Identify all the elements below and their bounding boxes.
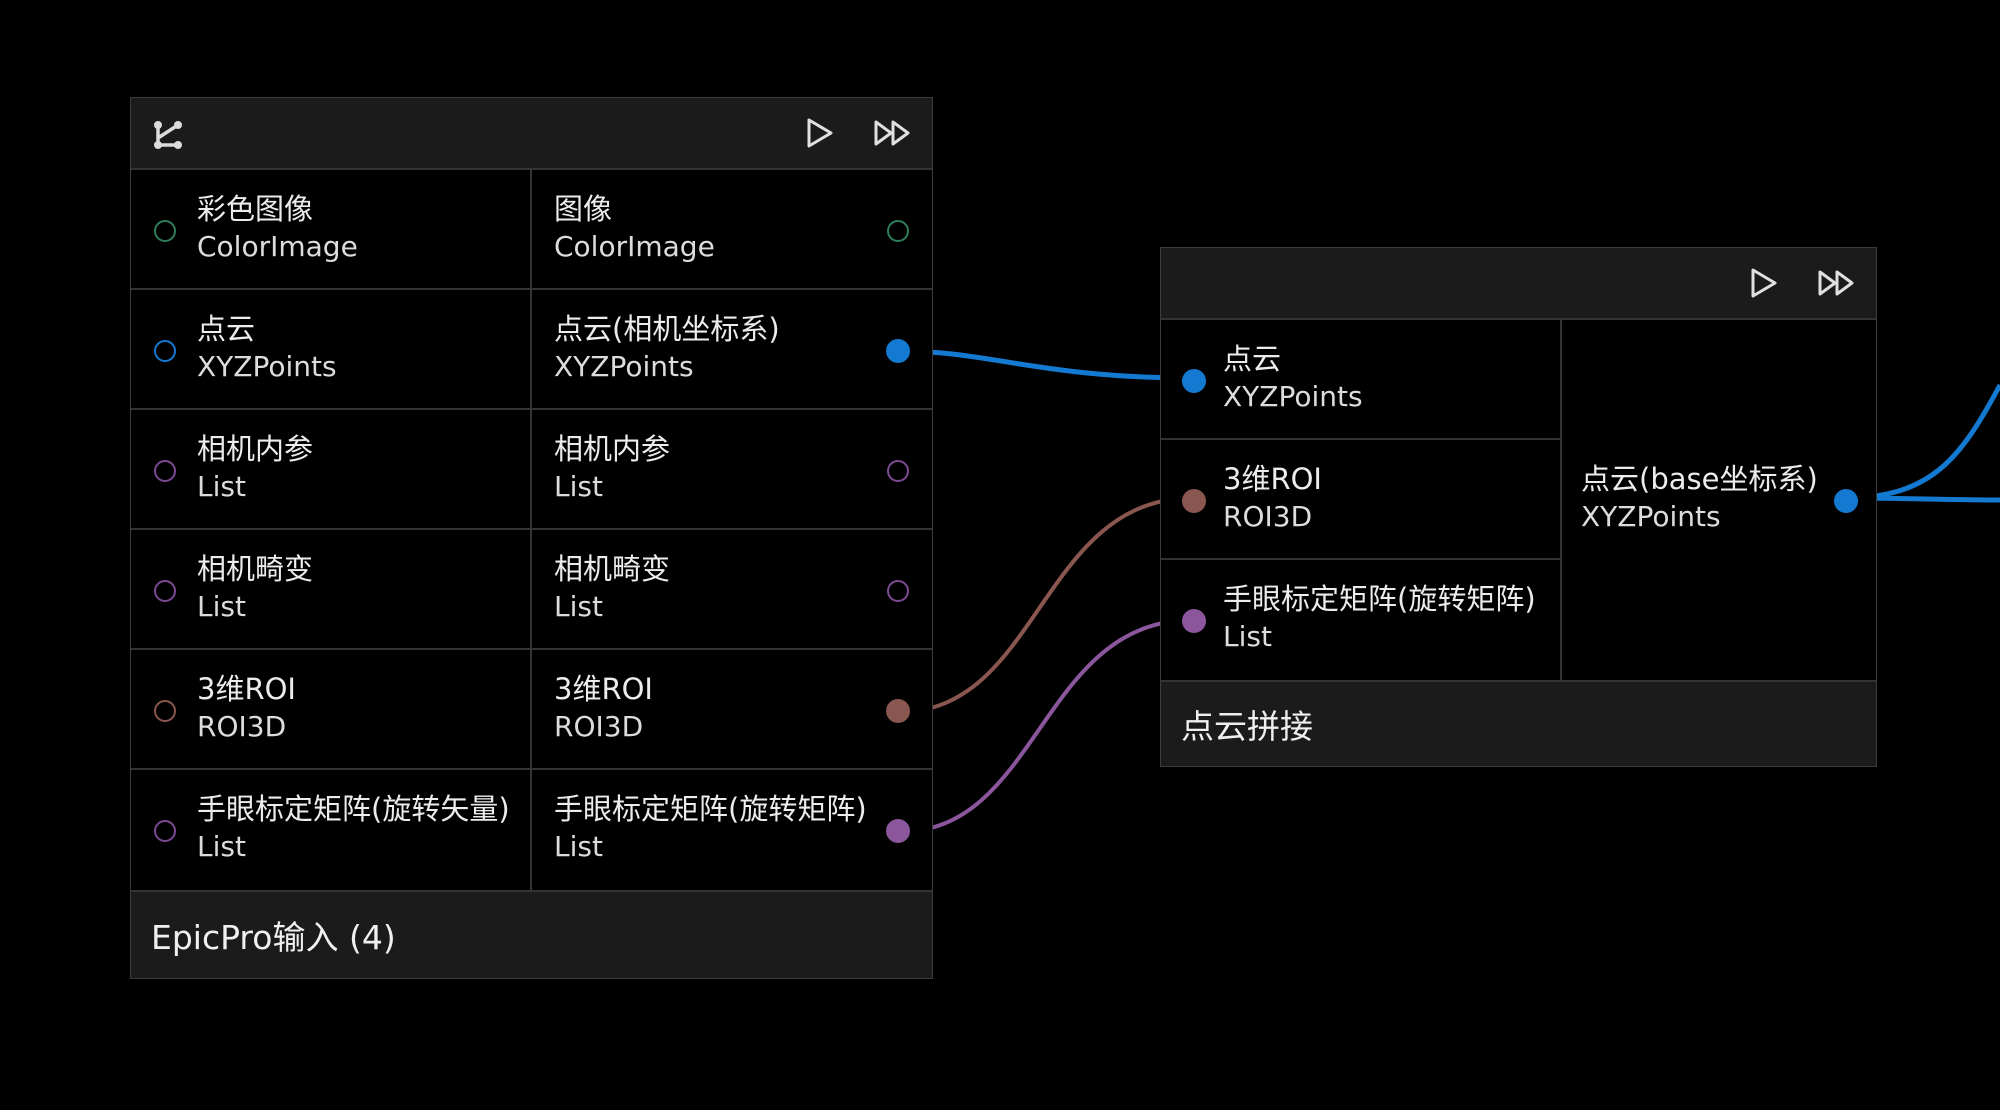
port-type: List (197, 830, 246, 863)
output-port[interactable] (886, 699, 910, 723)
output-port[interactable] (886, 339, 910, 363)
port-type: List (554, 470, 603, 503)
input-port[interactable] (154, 700, 176, 722)
port-row: 彩色图像 ColorImage 图像 ColorImage (131, 170, 932, 290)
port-name: 3维ROI (1223, 462, 1322, 496)
node-footer[interactable]: EpicPro输入 (4) (131, 890, 932, 978)
node-epicpro-input[interactable]: 彩色图像 ColorImage 图像 ColorImage 点云 XYZPoin… (130, 97, 933, 979)
column-divider (1560, 320, 1562, 680)
node-body: 点云 XYZPoints 3维ROI ROI3D 手眼标定矩阵( (1161, 320, 1876, 680)
port-name: 手眼标定矩阵(旋转矢量) (197, 792, 510, 826)
node-title: EpicPro输入 (4) (151, 918, 396, 957)
output-port[interactable] (1834, 489, 1858, 513)
port-type: List (197, 470, 246, 503)
port-name: 点云(base坐标系) (1581, 462, 1818, 496)
run-all-icon[interactable] (873, 116, 913, 150)
port-row: 点云 XYZPoints 点云(相机坐标系) XYZPoints (131, 290, 932, 410)
port-type: XYZPoints (554, 350, 694, 383)
node-title: 点云拼接 (1181, 707, 1313, 746)
port-row: 手眼标定矩阵(旋转矢量) List 手眼标定矩阵(旋转矩阵) List (131, 770, 932, 890)
port-row: 相机畸变 List 相机畸变 List (131, 530, 932, 650)
port-name: 彩色图像 (197, 192, 314, 226)
wire-roi (898, 496, 1194, 714)
output-port[interactable] (887, 580, 909, 602)
port-name: 3维ROI (554, 672, 653, 706)
port-name: 相机畸变 (554, 552, 671, 586)
port-type: ColorImage (554, 230, 715, 263)
port-type: ROI3D (554, 710, 644, 743)
output-port[interactable] (886, 819, 910, 843)
output-port[interactable] (887, 220, 909, 242)
input-port[interactable] (1182, 369, 1206, 393)
port-name: 手眼标定矩阵(旋转矩阵) (1223, 582, 1536, 616)
input-port[interactable] (154, 460, 176, 482)
port-type: ROI3D (1223, 500, 1313, 533)
port-name: 相机内参 (197, 432, 314, 466)
input-port[interactable] (1182, 489, 1206, 513)
run-icon[interactable] (803, 116, 837, 150)
wire-handeye (898, 618, 1194, 834)
input-port[interactable] (154, 220, 176, 242)
input-port[interactable] (154, 340, 176, 362)
wire-pointcloud (898, 348, 1194, 381)
port-type: XYZPoints (1581, 500, 1721, 533)
node-pointcloud-stitch[interactable]: 点云 XYZPoints 3维ROI ROI3D 手眼标定矩阵( (1160, 247, 1877, 767)
port-name: 相机内参 (554, 432, 671, 466)
port-name: 3维ROI (197, 672, 296, 706)
port-name: 点云 (1223, 342, 1282, 376)
port-row: 手眼标定矩阵(旋转矩阵) List (1161, 560, 1560, 680)
inputs-column: 点云 XYZPoints 3维ROI ROI3D 手眼标定矩阵( (1161, 320, 1560, 680)
port-name: 相机畸变 (197, 552, 314, 586)
port-name: 点云(相机坐标系) (554, 312, 780, 346)
node-header[interactable] (1161, 248, 1876, 320)
input-port[interactable] (1182, 609, 1206, 633)
port-type: List (197, 590, 246, 623)
graph-branch-icon[interactable] (151, 118, 185, 152)
run-all-icon[interactable] (1817, 266, 1857, 300)
port-type: ColorImage (197, 230, 358, 263)
port-row: 点云 XYZPoints (1161, 320, 1560, 440)
run-icon[interactable] (1747, 266, 1781, 300)
port-type: List (554, 590, 603, 623)
port-name: 点云 (197, 312, 256, 346)
output-label: 点云(base坐标系) XYZPoints (1581, 460, 1818, 536)
port-row: 3维ROI ROI3D 3维ROI ROI3D (131, 650, 932, 770)
port-row: 相机内参 List 相机内参 List (131, 410, 932, 530)
node-footer[interactable]: 点云拼接 (1161, 680, 1876, 766)
node-header[interactable] (131, 98, 932, 170)
port-type: XYZPoints (197, 350, 337, 383)
node-body: 彩色图像 ColorImage 图像 ColorImage 点云 XYZPoin… (131, 170, 932, 890)
input-port[interactable] (154, 580, 176, 602)
port-type: List (554, 830, 603, 863)
output-port[interactable] (887, 460, 909, 482)
port-name: 手眼标定矩阵(旋转矩阵) (554, 792, 867, 826)
port-type: ROI3D (197, 710, 287, 743)
port-name: 图像 (554, 192, 613, 226)
port-type: List (1223, 620, 1272, 653)
column-divider (530, 170, 532, 890)
port-row: 3维ROI ROI3D (1161, 440, 1560, 560)
port-type: XYZPoints (1223, 380, 1363, 413)
input-port[interactable] (154, 820, 176, 842)
